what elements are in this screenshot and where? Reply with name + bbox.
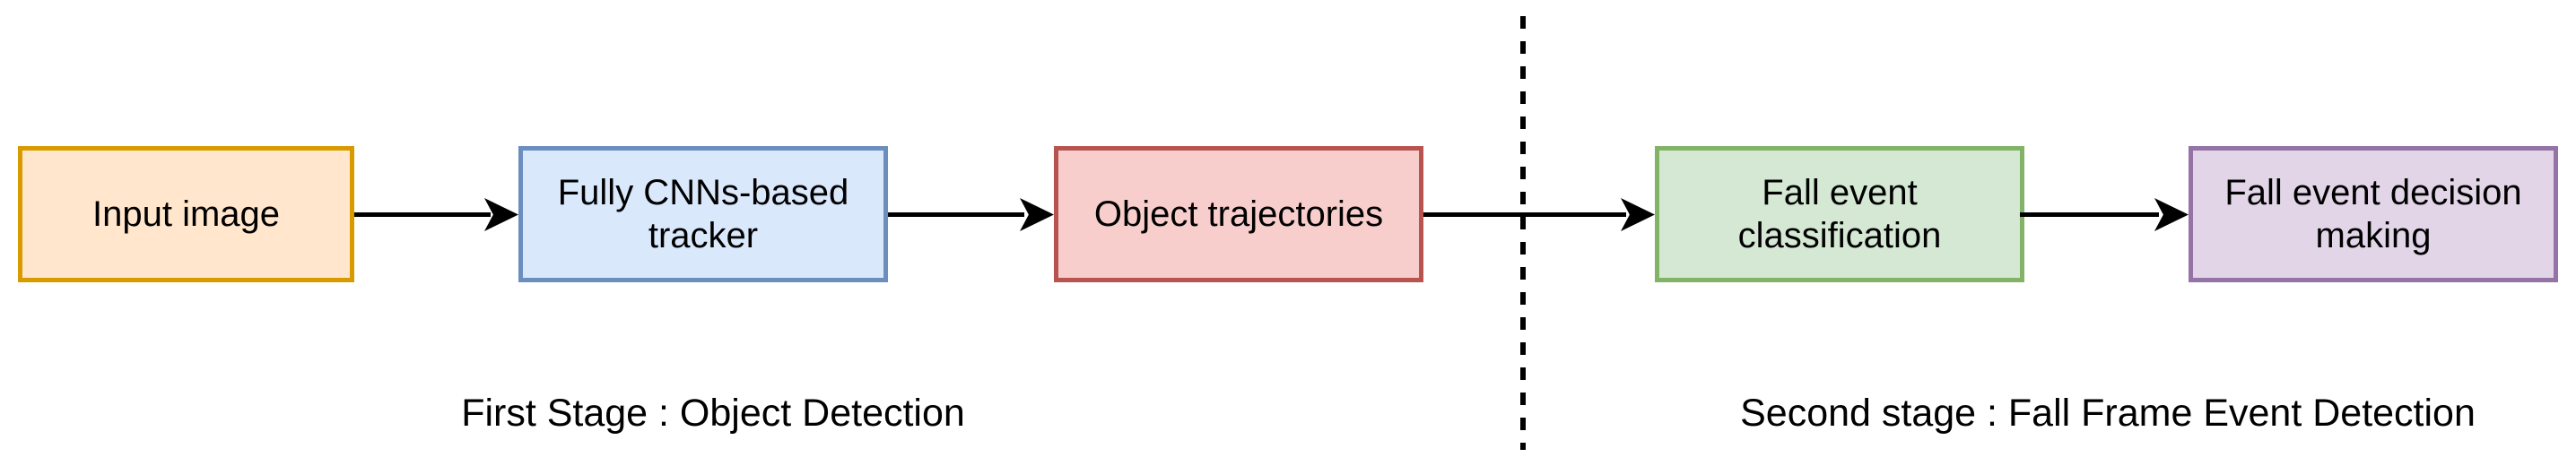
node-fall-event-classification-label: Fall event classification: [1737, 173, 1942, 255]
stage-divider-dashed-line: [1520, 16, 1526, 450]
caption-first-stage: First Stage : Object Detection: [461, 392, 965, 435]
arrow-line: [354, 212, 491, 217]
node-fall-event-decision: Fall event decision making: [2189, 146, 2558, 282]
node-cnn-tracker-label: Fully CNNs-based tracker: [557, 173, 849, 255]
node-object-trajectories: Object trajectories: [1054, 146, 1423, 282]
arrow-line: [888, 212, 1024, 217]
arrowhead-right-icon: [1020, 198, 1054, 231]
node-input-image-label: Input image: [91, 194, 281, 234]
caption-second-stage: Second stage : Fall Frame Event Detectio…: [1740, 392, 2476, 435]
node-fall-event-decision-label: Fall event decision making: [2224, 173, 2522, 255]
node-input-image: Input image: [18, 146, 354, 282]
arrow-line: [2020, 212, 2159, 217]
node-cnn-tracker: Fully CNNs-based tracker: [518, 146, 888, 282]
node-object-trajectories-label: Object trajectories: [1093, 194, 1384, 234]
node-fall-event-classification: Fall event classification: [1655, 146, 2024, 282]
arrow-line: [1423, 212, 1626, 217]
arrowhead-right-icon: [2154, 198, 2189, 231]
